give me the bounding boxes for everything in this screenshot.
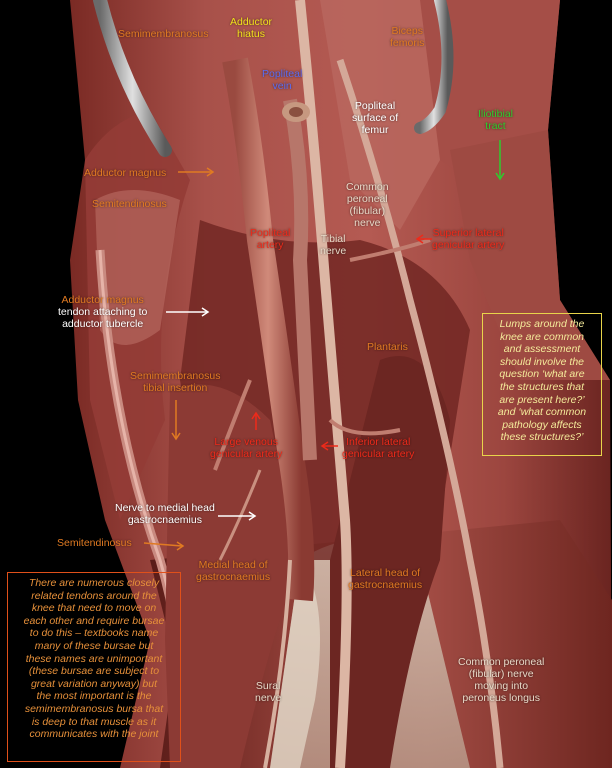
label-semimembranosus: Semimembranosus <box>118 28 209 40</box>
label-adductor-magnus: Adductor magnus <box>84 167 167 179</box>
note-box-lumps: Lumps around the knee are common and ass… <box>482 313 602 456</box>
pointer-arrows <box>143 140 505 551</box>
label-semitendinosus-top: Semitendinosus <box>92 198 167 210</box>
label-semitendinosus-bottom: Semitendinosus <box>57 537 132 549</box>
label-plantaris: Plantaris <box>367 341 408 353</box>
note-box-bursae: There are numerous closely related tendo… <box>7 572 181 762</box>
